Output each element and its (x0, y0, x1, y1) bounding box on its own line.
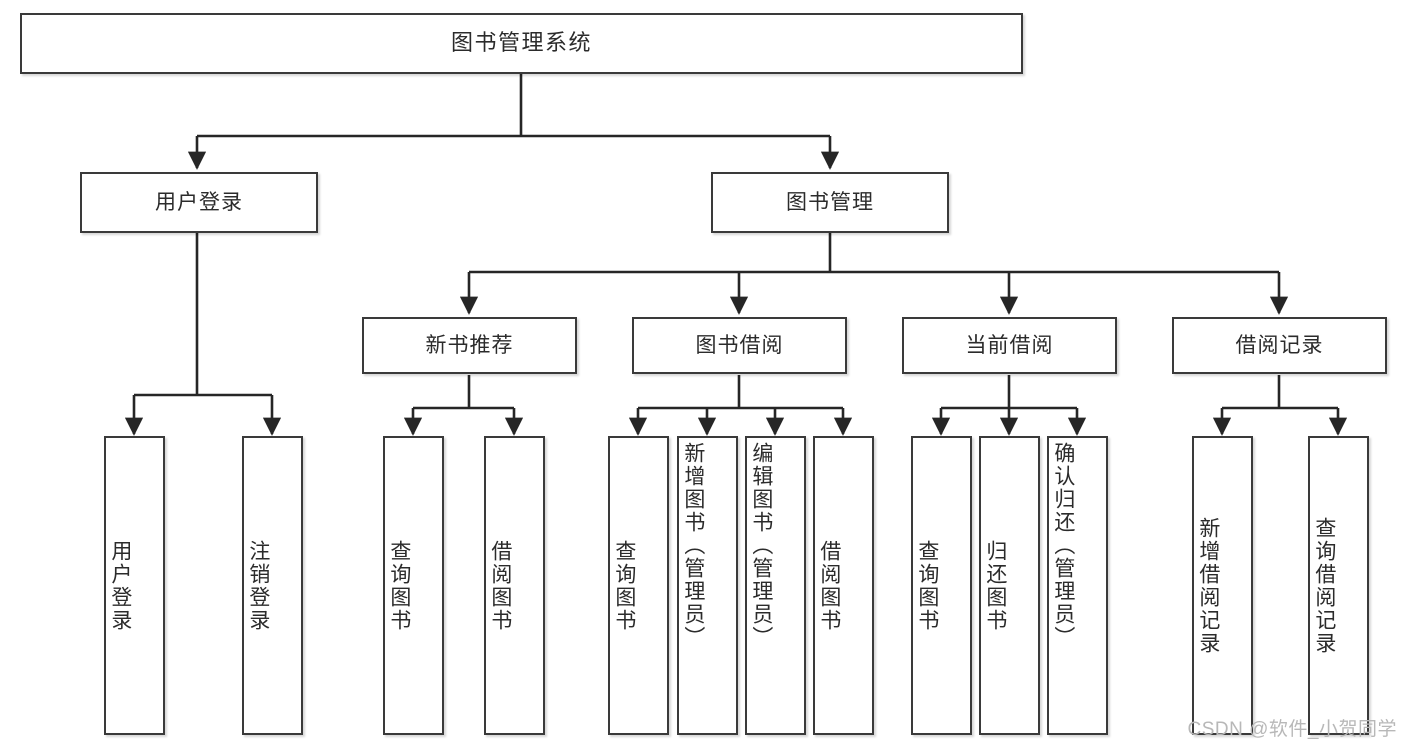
node-label: 查询图书 (387, 539, 411, 632)
node-label: 用户登录 (108, 539, 132, 632)
node-label: 当前借阅 (965, 333, 1054, 357)
leaf-user-login-login[interactable]: 用户登录 (104, 436, 165, 735)
node-new-book-recommend[interactable]: 新书推荐 (362, 317, 577, 374)
node-label: 查询图书 (612, 539, 636, 632)
node-current-borrow[interactable]: 当前借阅 (902, 317, 1117, 374)
watermark-text: CSDN @软件_小贺同学 (1187, 719, 1397, 740)
node-borrow-records[interactable]: 借阅记录 (1172, 317, 1387, 374)
node-label: 借阅图书 (488, 539, 512, 632)
leaf-borrow-edit-book[interactable]: 编辑图书（管理员） (745, 436, 806, 735)
node-label: 注销登录 (246, 539, 270, 632)
leaf-borrow-borrow-book[interactable]: 借阅图书 (813, 436, 874, 735)
node-label: 图书借阅 (695, 333, 784, 357)
leaf-new-book-query[interactable]: 查询图书 (383, 436, 444, 735)
node-label: 借阅记录 (1235, 333, 1324, 357)
leaf-records-add-record[interactable]: 新增借阅记录 (1192, 436, 1253, 735)
leaf-borrow-query-book[interactable]: 查询图书 (608, 436, 669, 735)
leaf-user-login-logout[interactable]: 注销登录 (242, 436, 303, 735)
node-label: 新增借阅记录 (1196, 516, 1220, 655)
node-label: 编辑图书（管理员） (749, 442, 773, 649)
node-book-management[interactable]: 图书管理 (711, 172, 949, 233)
node-label: 用户登录 (155, 190, 243, 214)
node-label: 新书推荐 (425, 333, 514, 357)
node-label: 借阅图书 (817, 539, 841, 632)
node-label: 归还图书 (983, 539, 1007, 632)
node-label: 图书管理系统 (450, 30, 592, 56)
node-label: 查询图书 (915, 539, 939, 632)
node-label: 查询借阅记录 (1312, 516, 1336, 655)
node-label: 图书管理 (786, 190, 874, 214)
node-label: 新增图书（管理员） (681, 442, 705, 649)
node-user-login[interactable]: 用户登录 (80, 172, 318, 233)
node-label: 确认归还（管理员） (1051, 442, 1075, 649)
leaf-current-return-book[interactable]: 归还图书 (979, 436, 1040, 735)
node-book-borrow[interactable]: 图书借阅 (632, 317, 847, 374)
leaf-current-query-book[interactable]: 查询图书 (911, 436, 972, 735)
leaf-records-query-record[interactable]: 查询借阅记录 (1308, 436, 1369, 735)
leaf-borrow-add-book[interactable]: 新增图书（管理员） (677, 436, 738, 735)
leaf-current-confirm-return[interactable]: 确认归还（管理员） (1047, 436, 1108, 735)
leaf-new-book-borrow[interactable]: 借阅图书 (484, 436, 545, 735)
node-root-system[interactable]: 图书管理系统 (20, 13, 1023, 74)
